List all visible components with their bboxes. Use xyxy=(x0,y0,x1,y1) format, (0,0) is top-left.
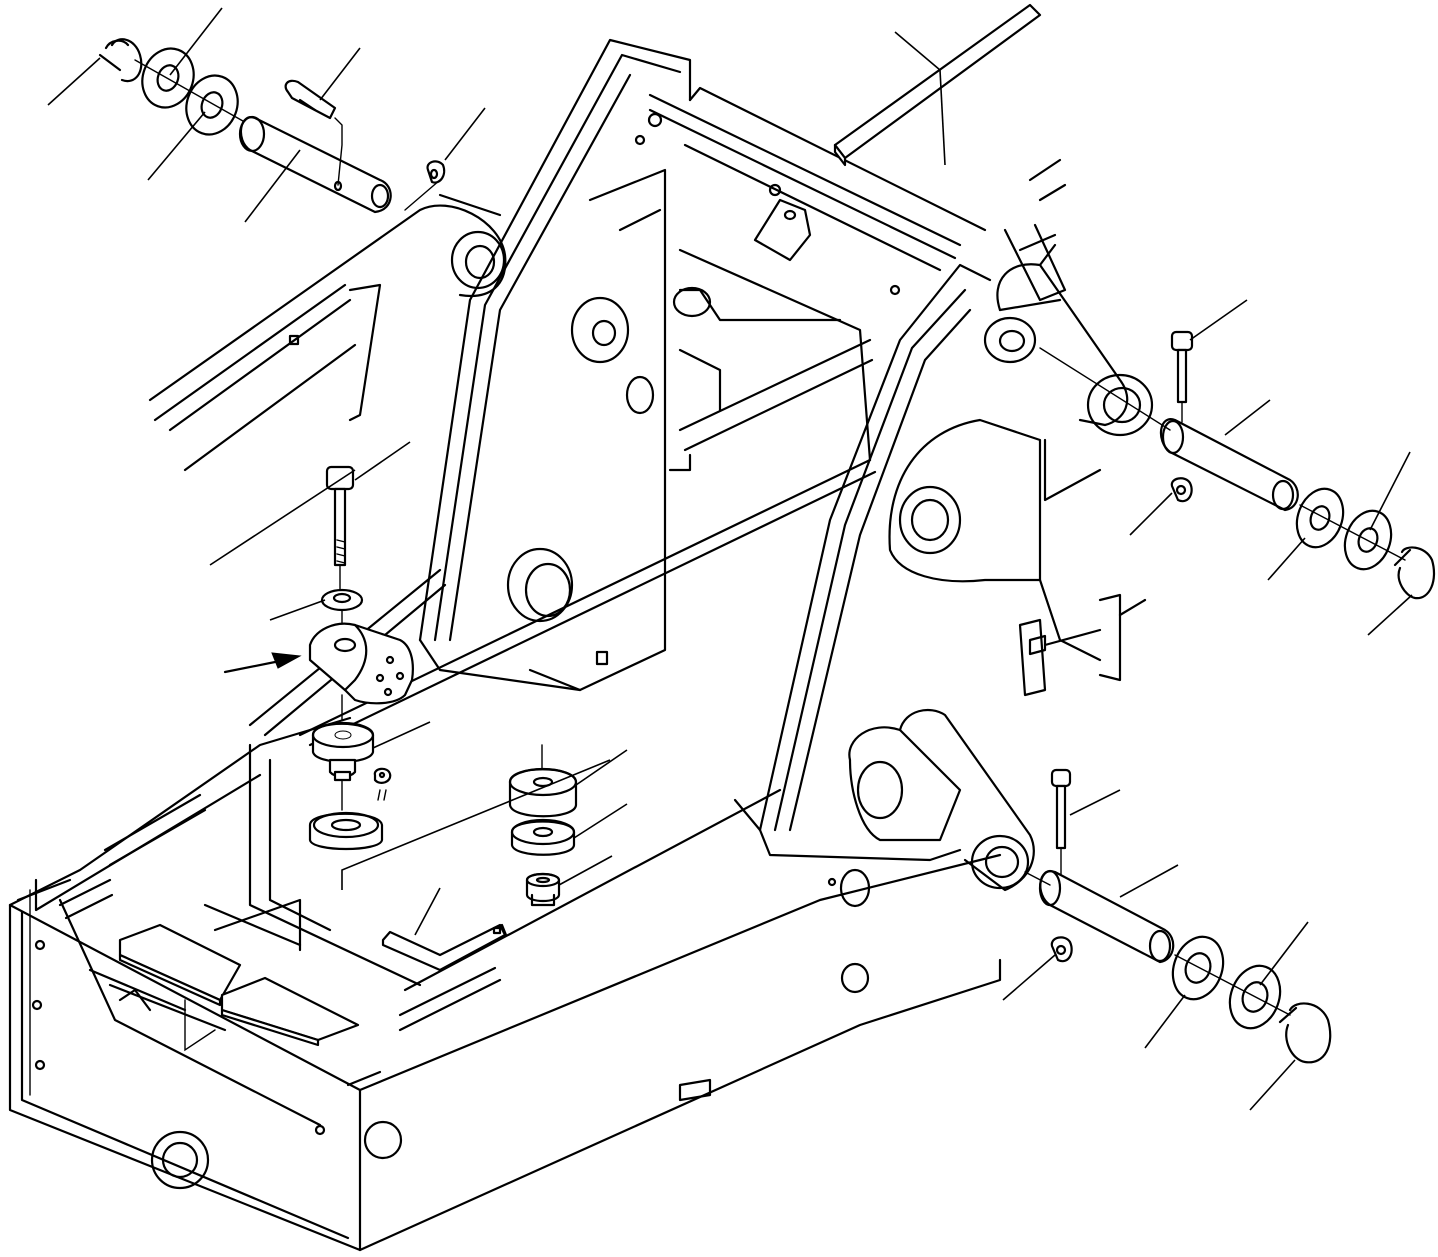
callout-leaders xyxy=(47,7,1413,1111)
top-left-pin-assembly xyxy=(98,38,446,214)
rubber-mount-stack xyxy=(508,744,578,907)
right-lower-pin-assembly xyxy=(1024,768,1332,1064)
right-upper-pin-assembly xyxy=(1039,330,1436,600)
hex-wrench xyxy=(381,923,508,972)
weatherstrip-bar xyxy=(833,3,1042,167)
loader-front-frame xyxy=(8,38,1154,1252)
direction-arrow xyxy=(223,652,302,674)
center-mount-assembly xyxy=(308,465,414,851)
pads xyxy=(118,923,360,1052)
